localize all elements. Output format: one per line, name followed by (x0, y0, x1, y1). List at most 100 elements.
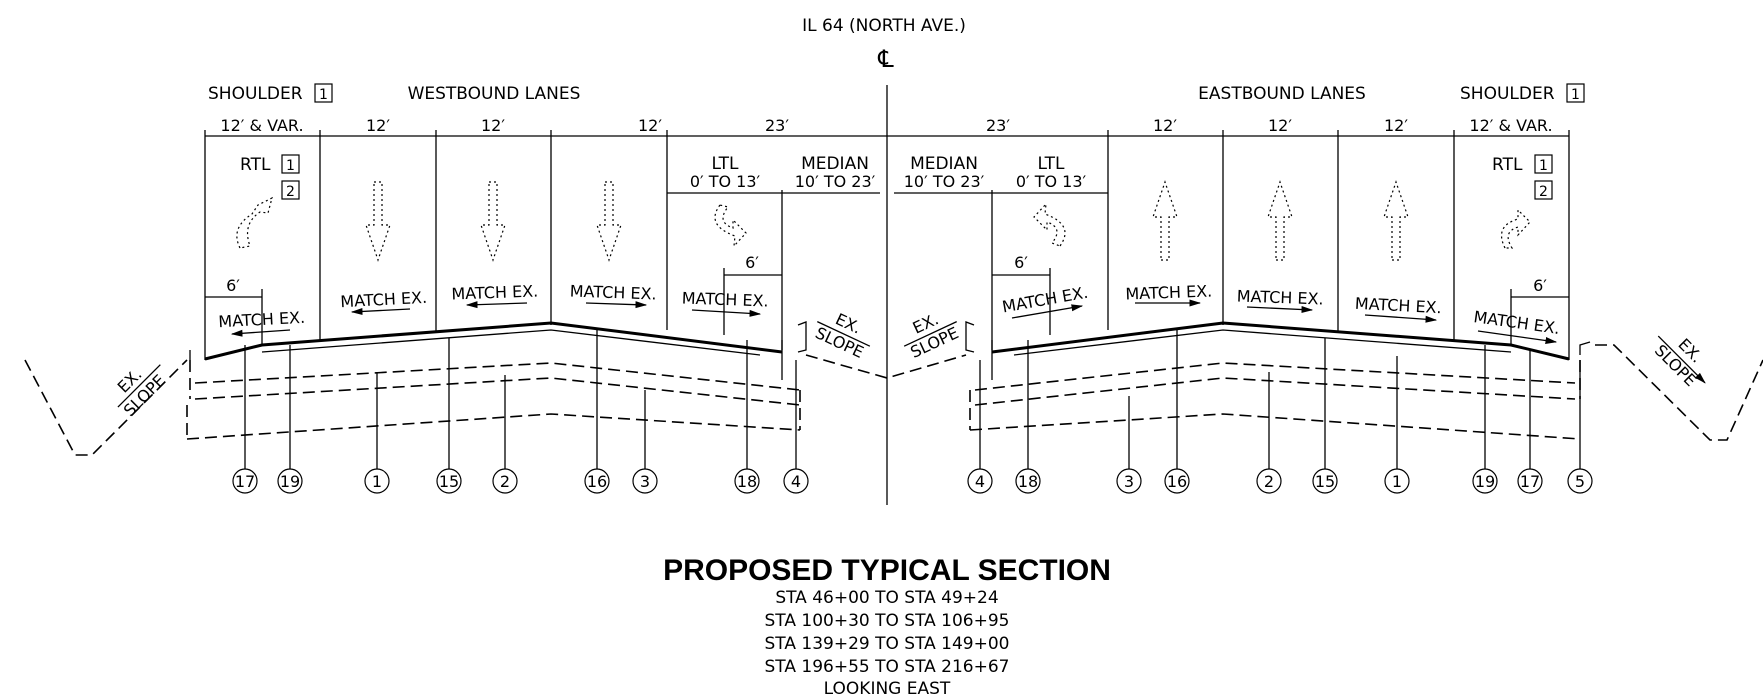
callout-circle (364, 468, 390, 494)
callout-number: 1 (372, 472, 382, 491)
ltl-range-right: 0′ TO 13′ (1016, 172, 1087, 191)
rtl-label-right: RTL (1492, 155, 1523, 175)
lane-divider-lines (204, 130, 1570, 360)
note-box-1-rtl-left (281, 154, 300, 174)
turn-arrow-icon (714, 204, 747, 248)
note-box-1-left (314, 83, 333, 103)
ltl-label-left: LTL (712, 154, 740, 174)
down-arrow-icon (365, 181, 391, 262)
callout-number: 1 (1392, 472, 1402, 491)
match-ex-label: MATCH EX. (451, 281, 538, 303)
note-1-right: 1 (1571, 87, 1580, 103)
callout-circle (1116, 468, 1142, 494)
width-23-left: 23′ (765, 116, 789, 135)
turn-arrow-icon (1033, 202, 1066, 247)
width-lane-e3: 12′ (1384, 116, 1408, 135)
pavement-surface-west (204, 321, 783, 361)
width-lane-e1: 12′ (1153, 116, 1177, 135)
pavement-base-west (261, 329, 761, 356)
callout-circle (436, 468, 462, 494)
width-lane-e2: 12′ (1268, 116, 1292, 135)
match-ex-label: MATCH EX. (1236, 286, 1323, 308)
callout-number: 18 (737, 472, 757, 491)
six-ft-right: 6′ (1533, 276, 1547, 295)
down-arrow-icon (596, 181, 622, 262)
note-box-1-right (1566, 83, 1585, 103)
callout-circle (783, 468, 809, 494)
callout-circle (492, 468, 518, 494)
station-range: STA 139+29 TO STA 149+00 (765, 634, 1010, 654)
ltl-label-right: LTL (1038, 154, 1066, 174)
callout-circle (1472, 468, 1498, 494)
width-shoulder-left: 12′ & VAR. (220, 116, 303, 135)
station-range: STA 100+30 TO STA 106+95 (765, 611, 1010, 631)
callout-circle (1164, 468, 1190, 494)
callout-number: 16 (587, 472, 607, 491)
match-ex-arrows (230, 299, 1558, 345)
pavement-surface-east (991, 321, 1570, 361)
note-box-2-rtl-left (281, 180, 300, 200)
section-title: PROPOSED TYPICAL SECTION (663, 554, 1111, 587)
width-lane-w2: 12′ (481, 116, 505, 135)
callout-number: 15 (1315, 472, 1335, 491)
station-range: STA 196+55 TO STA 216+67 (765, 657, 1010, 677)
match-ex-labels: MATCH EX. MATCH EX. MATCH EX. MATCH EX. … (218, 281, 1561, 338)
turn-arrow-icon (1501, 208, 1531, 249)
match-ex-label: MATCH EX. (681, 288, 768, 310)
match-ex-label: MATCH EX. (1354, 294, 1442, 318)
up-arrow-icon (1267, 180, 1293, 261)
width-lane-w1: 12′ (366, 116, 390, 135)
callout-circle (967, 468, 993, 494)
callout-circle (734, 468, 760, 494)
width-23-right: 23′ (986, 116, 1010, 135)
match-ex-label: MATCH EX. (340, 288, 428, 312)
match-ex-label: MATCH EX. (1125, 281, 1212, 303)
lane-arrow-icons (236, 180, 1531, 262)
callout-circles: 17 19 1 15 2 16 3 18 4 4 18 3 16 2 15 1 … (232, 468, 1593, 494)
match-ex-label: MATCH EX. (1472, 307, 1561, 338)
match-ex-label: MATCH EX. (569, 281, 656, 303)
looking-direction: LOOKING EAST (824, 679, 951, 699)
callout-number: 17 (235, 472, 255, 491)
width-lane-w3: 12′ (638, 116, 662, 135)
callout-circle (1312, 468, 1338, 494)
callout-leaders (244, 328, 1581, 470)
note-2-rtl-left: 2 (286, 184, 295, 200)
callout-number: 3 (1124, 472, 1134, 491)
note-1-rtl-right: 1 (1539, 158, 1548, 174)
callout-number: 4 (791, 472, 801, 491)
median-label-right: MEDIAN (910, 154, 978, 174)
callout-number: 3 (640, 472, 650, 491)
callout-number: 2 (1264, 472, 1274, 491)
callout-circle (1015, 468, 1041, 494)
road-name: IL 64 (NORTH AVE.) (802, 16, 966, 36)
note-box-2-rtl-right (1534, 180, 1553, 200)
callout-number: 15 (439, 472, 459, 491)
width-shoulder-right: 12′ & VAR. (1469, 116, 1552, 135)
callout-circle (1517, 468, 1543, 494)
station-range: STA 46+00 TO STA 49+24 (775, 588, 998, 608)
down-arrow-icon (480, 181, 506, 262)
westbound-label: WESTBOUND LANES (408, 84, 581, 104)
subbase-layers (24, 344, 1763, 456)
turn-arrow-icon (236, 196, 273, 249)
match-ex-label: MATCH EX. (1001, 283, 1090, 317)
six-ft-left: 6′ (226, 276, 240, 295)
median-range-right: 10′ TO 23′ (904, 172, 985, 191)
note-box-1-rtl-right (1534, 154, 1553, 174)
callout-number: 2 (500, 472, 510, 491)
ltl-range-left: 0′ TO 13′ (690, 172, 761, 191)
callout-number: 4 (975, 472, 985, 491)
median-range-left: 10′ TO 23′ (795, 172, 876, 191)
callout-circle (232, 468, 258, 494)
eastbound-label: EASTBOUND LANES (1198, 84, 1366, 104)
pavement-base-east (1013, 329, 1512, 356)
callout-number: 19 (1475, 472, 1495, 491)
callout-number: 18 (1018, 472, 1038, 491)
callout-circle (584, 468, 610, 494)
up-arrow-icon (1152, 180, 1178, 261)
callout-number: 16 (1167, 472, 1187, 491)
shoulder-label-right: SHOULDER (1460, 84, 1555, 104)
up-arrow-icon (1383, 180, 1409, 261)
